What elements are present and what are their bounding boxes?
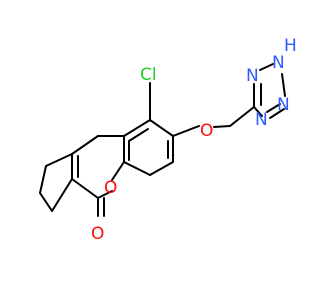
tetrazole-n-top-label: N — [272, 53, 285, 73]
ring-oxygen-label: O — [104, 178, 117, 198]
bond — [97, 190, 113, 199]
atom-labels: Cl O O O H N N N N — [91, 36, 297, 244]
ether-oxygen-label: O — [200, 121, 213, 141]
bond — [51, 178, 73, 212]
tetrazole-n-right-label: N — [277, 95, 290, 115]
bond — [269, 108, 285, 119]
bond — [253, 106, 263, 117]
bond — [123, 161, 151, 176]
bond-inner — [128, 128, 149, 142]
bond — [259, 63, 274, 71]
bond — [39, 165, 47, 194]
carbonyl-oxygen-label: O — [91, 224, 104, 244]
bond — [71, 178, 99, 199]
structure-canvas: Cl O O O H N N N N — [39, 36, 297, 244]
bond — [45, 153, 73, 167]
bond — [123, 119, 151, 137]
tetrazole-n-left-label: N — [246, 66, 259, 86]
bond — [149, 119, 174, 137]
bond — [172, 125, 200, 137]
tetrazole-nh-h-label: H — [284, 36, 297, 56]
chlorine-label: Cl — [140, 65, 157, 85]
bond — [71, 135, 99, 155]
bond — [281, 73, 286, 97]
molecule-structure: Cl O O O H N N N N — [39, 36, 297, 244]
bond-lines — [39, 63, 286, 217]
tetrazole-n-lower-label: N — [255, 110, 268, 130]
bond — [39, 192, 53, 212]
bond — [266, 103, 281, 113]
bond — [111, 161, 125, 181]
bond — [149, 161, 174, 176]
bond — [229, 106, 255, 127]
bond — [213, 125, 231, 128]
